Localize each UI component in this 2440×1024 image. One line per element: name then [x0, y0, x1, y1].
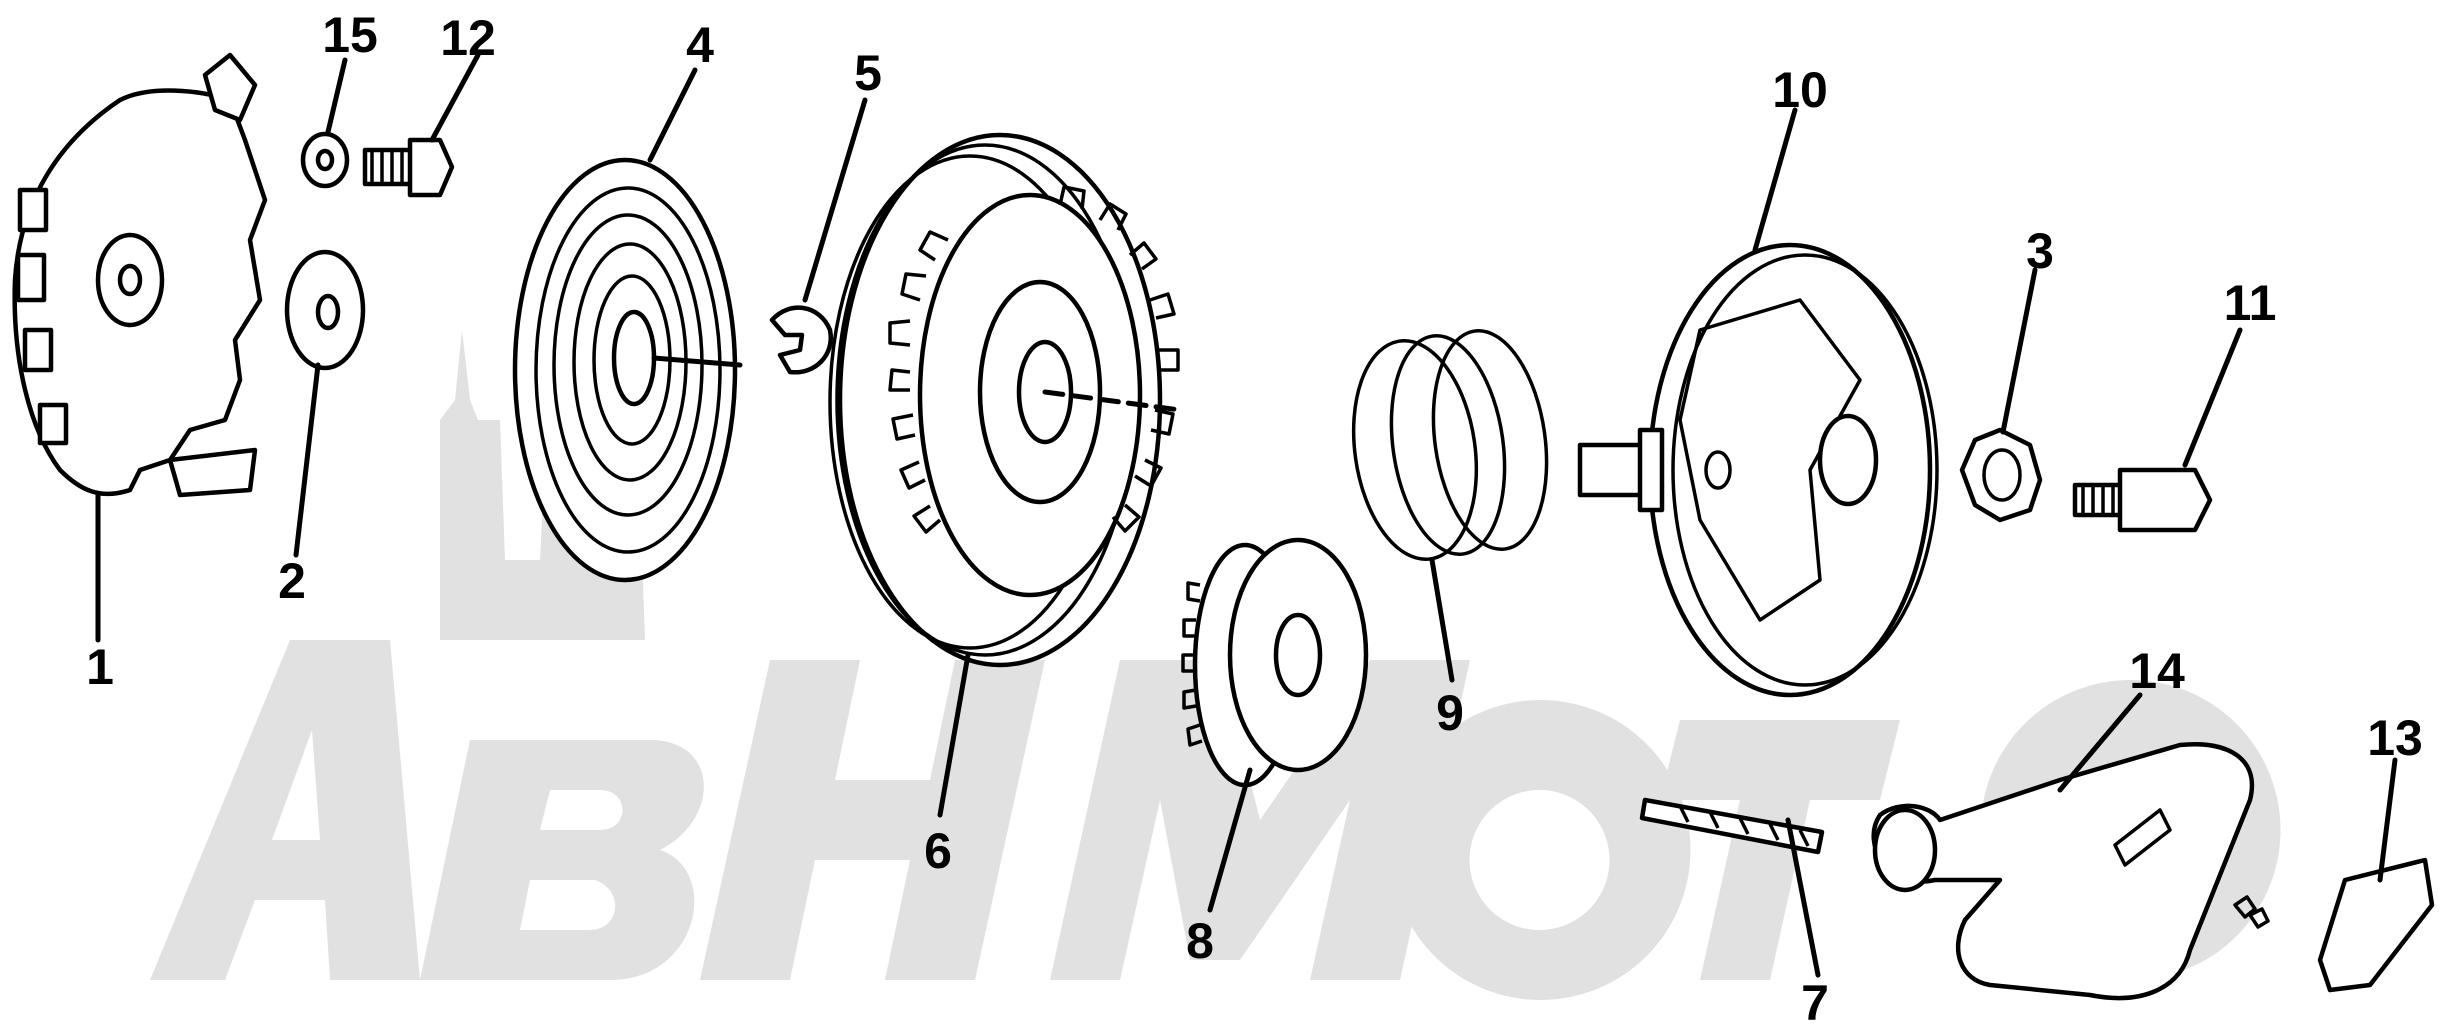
callout-1: 1	[86, 639, 114, 695]
part-handle-insert	[2233, 857, 2435, 993]
leader-lines	[95, 52, 2398, 978]
part-drive-gear	[1181, 537, 1369, 788]
part-bolt-12	[362, 137, 455, 198]
callout-9: 9	[1436, 685, 1464, 741]
part-small-washer	[300, 131, 350, 189]
callout-13: 13	[2367, 710, 2423, 766]
callout-15: 15	[322, 7, 378, 63]
part-rope	[1639, 797, 1825, 855]
callout-14: 14	[2129, 643, 2185, 699]
part-springs	[1351, 329, 1549, 561]
part-bolt-11	[2072, 467, 2213, 533]
callout-3: 3	[2026, 223, 2054, 279]
part-handle	[1871, 742, 2255, 1001]
callout-7: 7	[1801, 975, 1829, 1024]
part-housing-plate	[12, 52, 268, 498]
part-nut	[1959, 427, 2043, 523]
callout-12: 12	[440, 10, 496, 66]
callout-6: 6	[924, 823, 952, 879]
part-pawl	[769, 305, 834, 375]
callout-2: 2	[278, 553, 306, 609]
part-recoil-spring	[512, 157, 743, 583]
callout-4: 4	[686, 17, 714, 73]
callout-8: 8	[1186, 913, 1214, 969]
part-washer	[284, 249, 366, 371]
callout-10: 10	[1772, 62, 1828, 118]
callout-5: 5	[854, 45, 882, 101]
part-pulley	[828, 132, 1183, 668]
callout-11: 11	[2224, 275, 2277, 331]
part-hub	[1577, 242, 1939, 698]
callout-numbers: 1 2 3 4 5 6 7 8 9 10 11 12 13 14 15	[86, 7, 2423, 1024]
